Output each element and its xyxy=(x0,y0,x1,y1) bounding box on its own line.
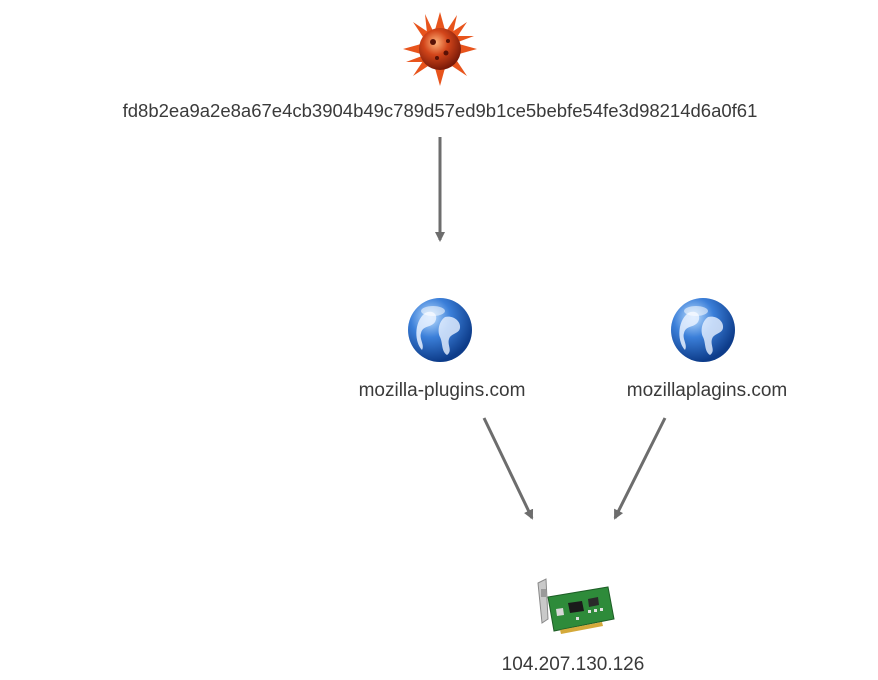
virus-icon xyxy=(403,12,477,86)
node-label-malware: fd8b2ea9a2e8a67e4cb3904b49c789d57ed9b1ce… xyxy=(122,100,758,121)
network-card-icon xyxy=(537,578,615,634)
node-label-ip: 104.207.130.126 xyxy=(501,654,645,675)
edge-domain1-to-ip xyxy=(482,417,534,520)
node-label-domain1: mozilla-plugins.com xyxy=(358,380,526,401)
node-label-domain2: mozillaplagins.com xyxy=(626,380,788,401)
globe-icon xyxy=(408,298,472,362)
edge-domain2-to-ip xyxy=(613,417,667,520)
globe-icon xyxy=(671,298,735,362)
